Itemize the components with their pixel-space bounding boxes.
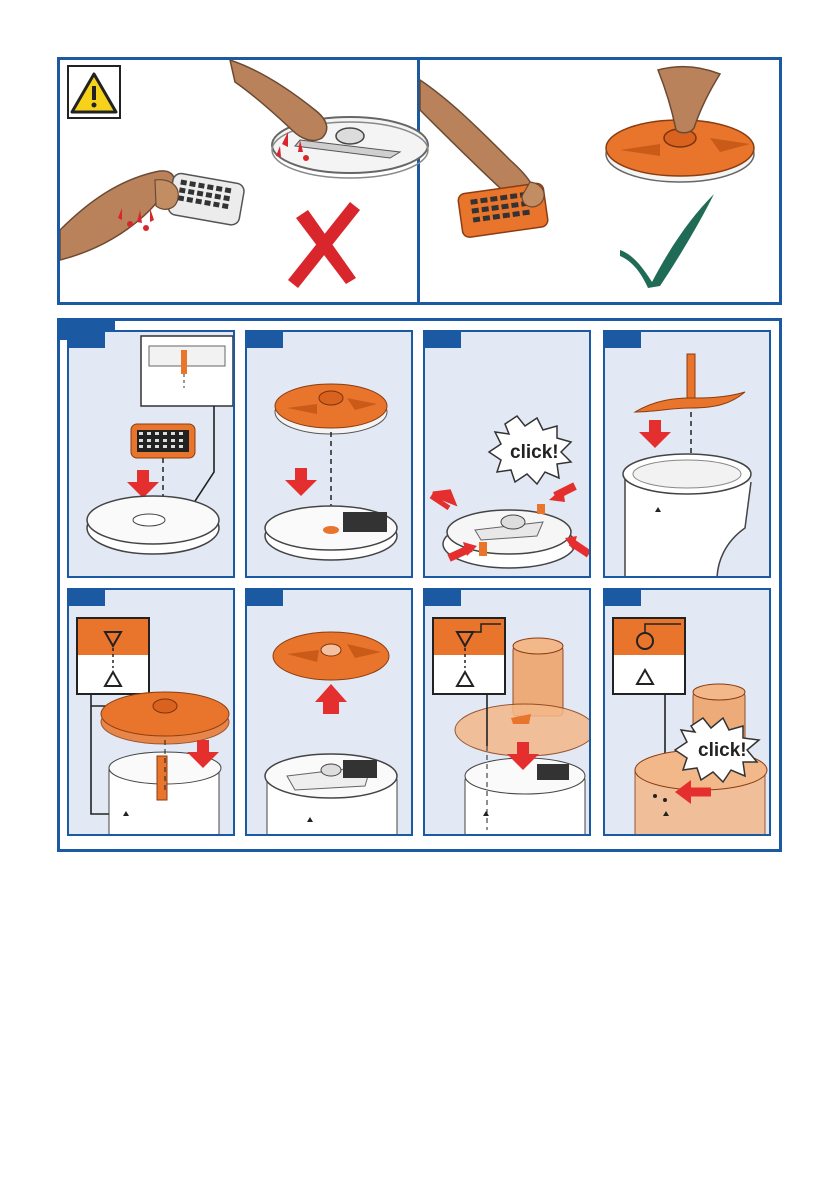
click-label: click! [510,442,559,463]
red-cross-icon [288,202,360,288]
green-check-icon [620,194,714,288]
step-8-illustration: click! [605,590,771,836]
step-number-tab [67,330,105,348]
step-6-tile [245,588,413,836]
click-burst-icon: click! [489,416,571,484]
step-2-tile [245,330,413,578]
hand-holding-insert-correctly [420,80,549,238]
step-5-tile [67,588,235,836]
step-5-illustration [69,590,235,836]
step-6-illustration [247,590,413,836]
down-arrow-icon [639,420,671,448]
hand-touching-blade-insert [60,171,245,260]
step-number-tab [603,330,641,348]
step-number-tab [603,588,641,606]
hand-holding-disc-by-hub [606,67,754,182]
step-number-tab [67,588,105,606]
click-label: click! [698,740,747,761]
step-8-tile: click! [603,588,771,836]
step-3-tile: click! [423,330,591,578]
warning-illustration [60,60,779,302]
step-7-tile [423,588,591,836]
step-7-illustration [425,590,591,836]
press-arrow-icon [431,492,453,508]
step-4-illustration [605,332,771,578]
step-number-tab [423,330,461,348]
step-3-illustration: click! [425,332,591,578]
step-number-tab [423,588,461,606]
step-number-tab [245,330,283,348]
down-arrow-icon [127,470,159,498]
hand-touching-disc-blade [230,60,428,178]
step-number-tab [245,588,283,606]
step-1-illustration [69,332,235,578]
alignment-symbol-box [77,618,149,694]
lock-symbol-box [613,618,685,694]
step-2-illustration [247,332,413,578]
up-arrow-icon [315,684,347,714]
step-1-tile [67,330,235,578]
step-4-tile [603,330,771,578]
down-arrow-icon [285,468,317,496]
alignment-symbol-box [433,618,505,694]
warning-triangle-icon [68,66,120,118]
